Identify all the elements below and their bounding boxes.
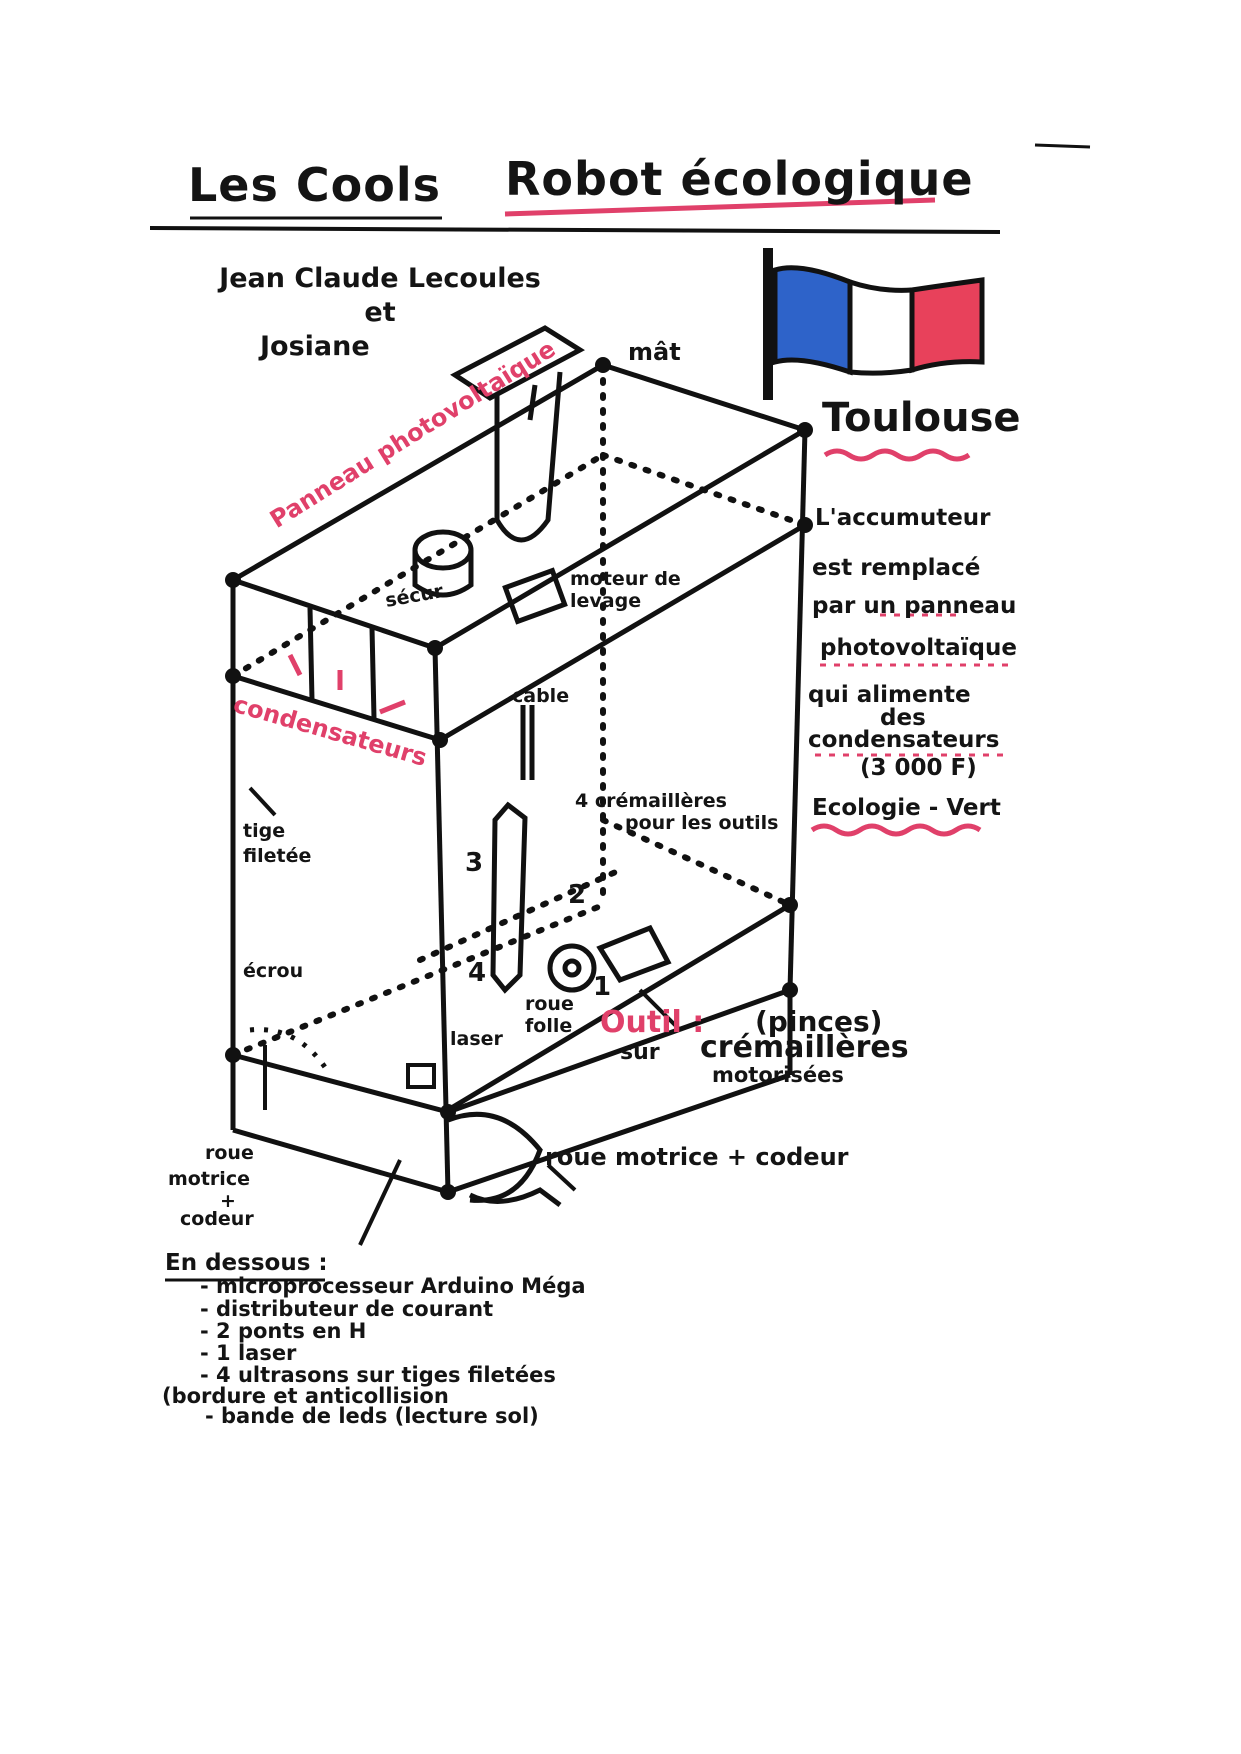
- label-num-2: 2: [568, 880, 587, 910]
- toulouse-underline: [823, 448, 971, 462]
- label-laser: laser: [450, 1028, 503, 1050]
- arrow-tige: [248, 786, 277, 817]
- band-right-top: [438, 522, 807, 743]
- authors: Jean Claude Lecoules et Josiane: [170, 262, 590, 364]
- slat-1: [307, 607, 315, 701]
- note-line-6: des: [880, 705, 926, 731]
- author-line-2: et: [364, 297, 396, 328]
- hidden-top-back: [230, 452, 606, 679]
- wheel-right-base: [468, 1187, 562, 1207]
- pink-arrows: [287, 653, 406, 715]
- laser-box: [406, 1063, 436, 1089]
- slat-2: [369, 627, 377, 719]
- hidden-top-right: [600, 452, 808, 528]
- note-line-5: qui alimente: [808, 682, 971, 708]
- label-outil: Outil :: [600, 1005, 705, 1040]
- edge-bottom-right: [447, 987, 791, 1115]
- flag-blue: [772, 265, 853, 376]
- label-tige: tige: [243, 820, 286, 842]
- flag: [763, 248, 985, 400]
- label-roue-folle: roue folle: [525, 993, 574, 1037]
- label-num-1: 1: [593, 972, 612, 1002]
- city-label: Toulouse: [822, 395, 1021, 441]
- arrow-outil: [638, 988, 682, 1032]
- eco-underline: [810, 823, 982, 837]
- secur-cylinder: [412, 529, 474, 598]
- wheels: [249, 1027, 562, 1207]
- note-line-8: (3 000 F): [860, 755, 977, 781]
- label-motorisees: motorisées: [712, 1063, 844, 1087]
- underneath-item-7: - bande de leds (lecture sol): [205, 1404, 539, 1428]
- rack-bar: [490, 801, 528, 994]
- flag-white: [847, 278, 915, 376]
- pointer-arrows: [248, 786, 682, 1246]
- edge-bottom-left: [232, 1052, 449, 1115]
- box-hidden-edges: [230, 362, 808, 1058]
- corner-mark: [1034, 143, 1091, 149]
- wheel-left-arc: [249, 1027, 333, 1077]
- label-mat: mât: [628, 338, 681, 366]
- corner-dots: [225, 357, 813, 1200]
- note-line-4: photovoltaïque: [820, 635, 1017, 661]
- underneath-item-4: - 1 laser: [200, 1341, 297, 1365]
- label-cremailleres: 4 crémaillères: [575, 790, 727, 812]
- skirt-bottom-right: [447, 1072, 791, 1195]
- roue-folle: [547, 943, 597, 993]
- note-line-1: L'accumuteur: [815, 505, 991, 531]
- label-roue-left-1: roue: [205, 1142, 254, 1164]
- motor-shape: [502, 567, 568, 625]
- author-line-3: Josiane: [260, 331, 370, 362]
- label-roue-right: roue motrice + codeur: [545, 1143, 849, 1171]
- title-right-underline: [504, 197, 936, 217]
- underneath-item-5: - 4 ultrasons sur tiges filetées: [200, 1363, 556, 1387]
- title-right: Robot écologique: [505, 152, 974, 206]
- label-filetee: filetée: [243, 845, 312, 867]
- label-roue-left-2: motrice: [168, 1168, 250, 1190]
- band-left-top: [232, 673, 441, 743]
- label-cable: cable: [512, 685, 570, 707]
- label-num-4: 4: [468, 958, 487, 988]
- label-num-3: 3: [465, 848, 484, 878]
- mast-tube: [494, 371, 563, 543]
- underneath-item-3: - 2 ponts en H: [200, 1319, 367, 1343]
- flag-red: [909, 277, 985, 374]
- label-pour-outils: pour les outils: [625, 812, 779, 834]
- note-eco: Ecologie - Vert: [812, 795, 1001, 821]
- wheel-right-arc: [447, 1111, 543, 1203]
- header-rule: [149, 226, 1001, 234]
- mast-arrow: [527, 384, 538, 421]
- note-line-2: est remplacé: [812, 555, 981, 581]
- outil-shape: [596, 924, 672, 984]
- label-roue-left-3: +: [220, 1190, 236, 1212]
- arrow-dessous: [358, 1159, 402, 1246]
- mast-plate: [450, 325, 585, 401]
- underneath-item-6: (bordure et anticollision: [162, 1384, 449, 1408]
- underneath-item-1: - microprocesseur Arduino Méga: [200, 1274, 586, 1298]
- label-ecrou: écrou: [243, 960, 304, 982]
- note-line-3: par un panneau: [812, 593, 1017, 619]
- note-line-7: condensateurs: [808, 727, 1000, 753]
- underneath-heading: En dessous :: [165, 1250, 328, 1276]
- label-roue-left-4: codeur: [180, 1208, 254, 1230]
- skirt-bottom: [232, 1127, 449, 1195]
- label-sur: sur: [620, 1040, 660, 1065]
- label-cremailleres-2: crémaillères: [700, 1030, 909, 1065]
- hidden-bottom-back: [230, 902, 606, 1058]
- underneath-item-2: - distributeur de courant: [200, 1297, 494, 1321]
- author-line-1: Jean Claude Lecoules: [219, 263, 541, 294]
- band-right-bottom: [446, 902, 792, 1113]
- label-levage: levage: [570, 590, 642, 612]
- label-pinces: (pinces): [755, 1005, 883, 1038]
- rack: [490, 705, 535, 994]
- arrow-roue-right: [546, 1163, 577, 1192]
- label-moteur: moteur de: [570, 568, 681, 590]
- mast: [450, 325, 585, 543]
- title-left: Les Cools: [188, 158, 442, 212]
- hidden-mid-right: [600, 817, 793, 908]
